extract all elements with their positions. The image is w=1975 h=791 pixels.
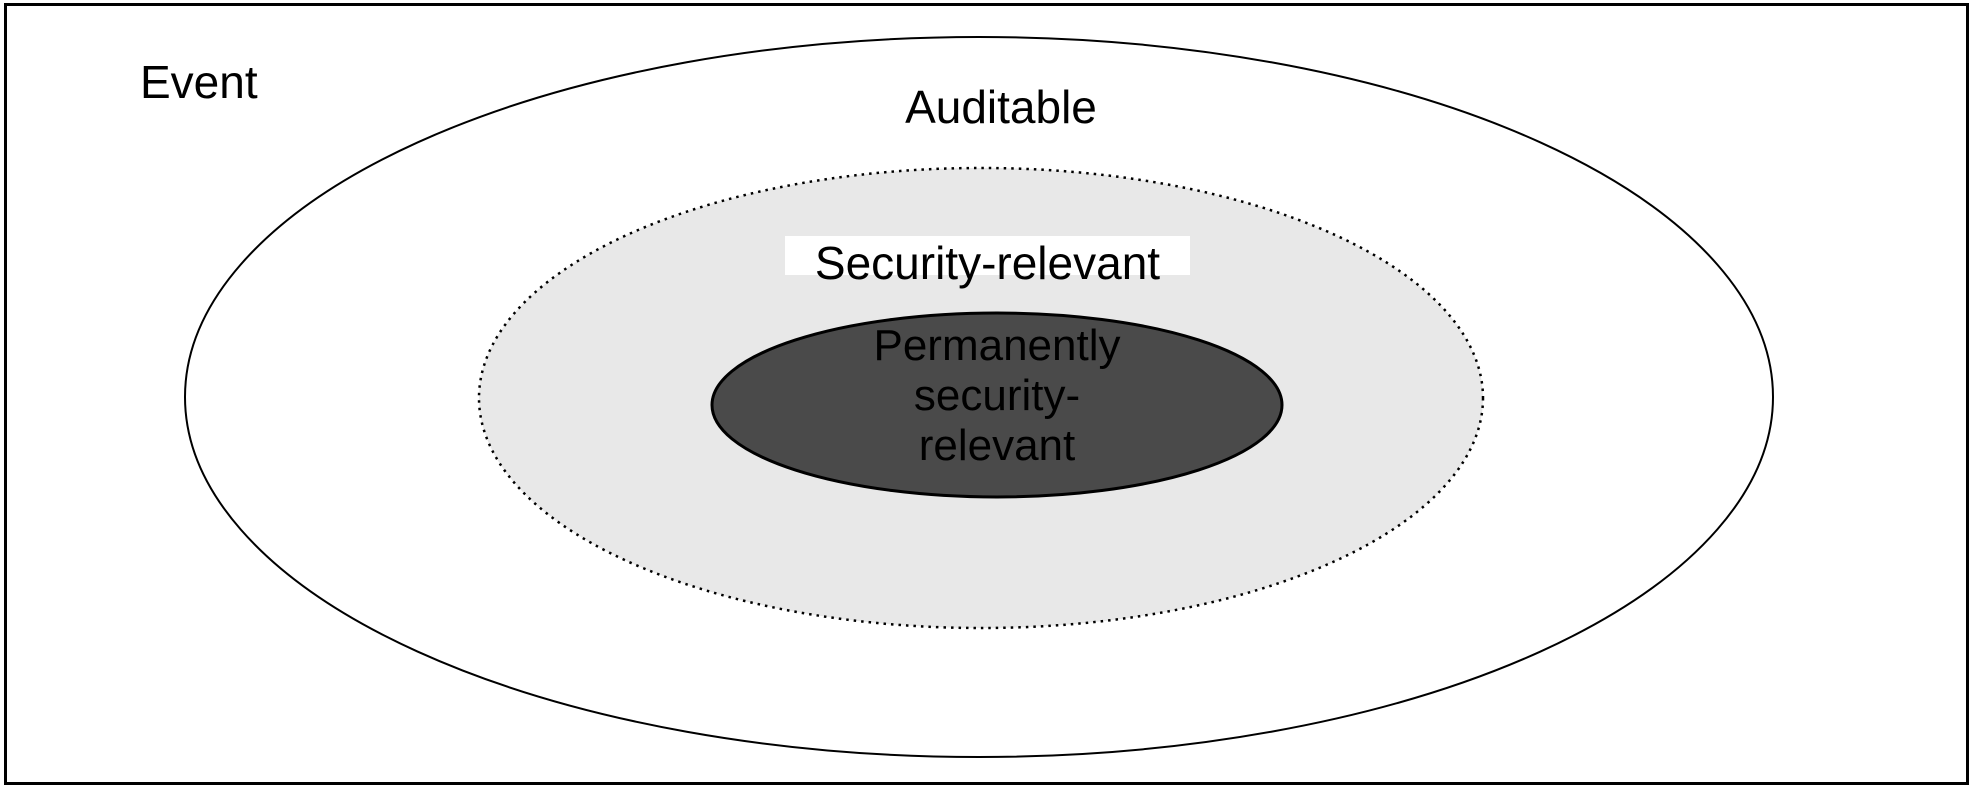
permanently-security-relevant-label: Permanently security- relevant — [797, 321, 1197, 471]
permanently-label-line-3: relevant — [918, 421, 1076, 470]
event-label: Event — [140, 56, 258, 108]
security-relevant-label: Security-relevant — [785, 236, 1190, 286]
security-relevant-label-text: Security-relevant — [814, 237, 1161, 289]
permanently-security-relevant-ellipse — [710, 311, 1284, 499]
permanently-label-line-2: security- — [913, 371, 1081, 420]
permanently-label-line-1: Permanently — [873, 321, 1121, 370]
auditable-label: Auditable — [905, 81, 1097, 133]
